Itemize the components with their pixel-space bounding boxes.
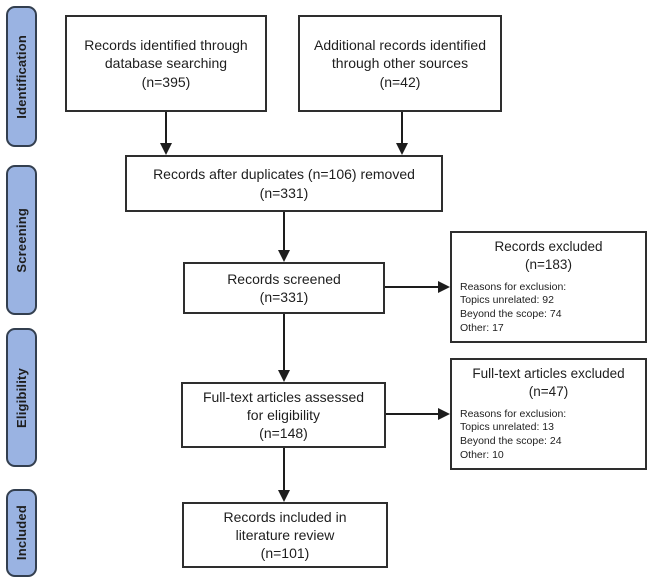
arrow-screened-to-assessed [278,314,290,382]
stage-pill-screening: Screening [6,165,37,315]
box-fulltext-articles-excluded: Full-text articles excluded (n=47) Reaso… [450,358,647,470]
box-records-included-review: Records included in literature review (n… [182,502,388,568]
stage-label-eligibility: Eligibility [14,367,29,428]
box-records-identified-database: Records identified through database sear… [65,15,267,112]
arrow-assessed-to-included [278,448,290,502]
arrow-assessed-to-fulltext-excluded [386,408,450,420]
arrow-additional-to-duplicates [396,112,408,155]
box-fulltext-excluded-reasons: Reasons for exclusion: Topics unrelated:… [460,407,567,461]
stage-pill-identification: Identification [6,6,37,147]
stage-label-identification: Identification [14,34,29,119]
box-fulltext-articles-assessed: Full-text articles assessed for eligibil… [181,382,386,448]
box-after-duplicates-text: Records after duplicates (n=106) removed… [153,166,415,201]
stage-label-screening: Screening [14,207,29,273]
box-additional-records-other-sources: Additional records identified through ot… [298,15,502,112]
box-fulltext-assessed-text: Full-text articles assessed for eligibil… [202,388,365,442]
box-additional-records-text: Additional records identified through ot… [314,37,486,90]
stage-pill-included: Included [6,489,37,577]
box-records-excluded: Records excluded (n=183) Reasons for exc… [450,231,647,343]
arrow-identified-to-duplicates [160,112,172,155]
box-records-excluded-title: Records excluded (n=183) [494,239,603,272]
stage-label-included: Included [14,505,29,561]
box-records-screened-text: Records screened (n=331) [227,270,341,305]
box-records-identified-text: Records identified through database sear… [84,37,248,90]
box-records-excluded-reasons: Reasons for exclusion: Topics unrelated:… [460,280,567,334]
box-records-after-duplicates: Records after duplicates (n=106) removed… [125,155,443,212]
box-records-included-text: Records included in literature review (n… [223,508,347,562]
arrow-screened-to-excluded [385,281,450,293]
box-records-screened: Records screened (n=331) [183,262,385,314]
stage-pill-eligibility: Eligibility [6,328,37,467]
box-fulltext-excluded-title: Full-text articles excluded (n=47) [472,366,625,399]
arrow-duplicates-to-screened [278,212,290,262]
